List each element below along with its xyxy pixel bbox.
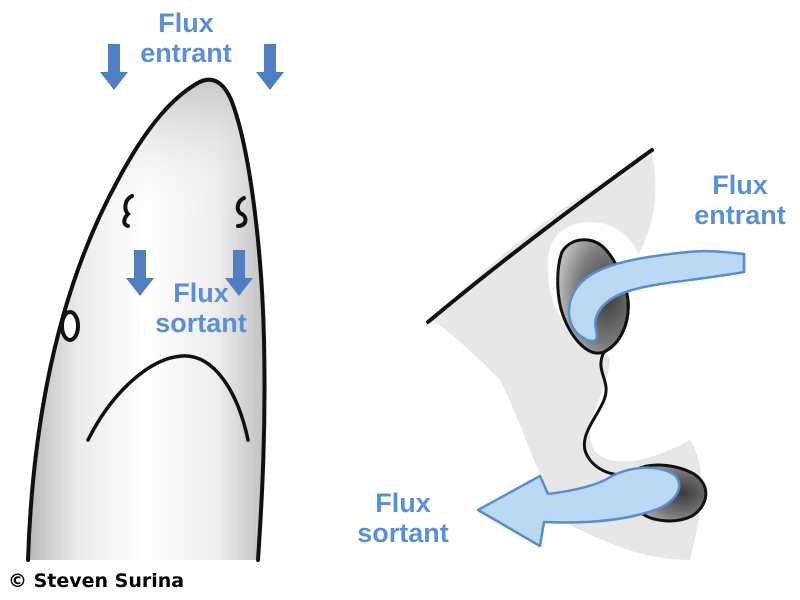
arrow-down-icon	[126, 250, 154, 296]
left-incoming-arrows	[100, 44, 284, 90]
right-incoming-label-line1: Flux	[712, 170, 768, 200]
right-incoming-label-line2: entrant	[694, 200, 786, 230]
left-outgoing-arrows	[126, 250, 253, 296]
outgoing-flow-arrow	[476, 466, 681, 548]
left-incoming-label-line1: Flux	[158, 8, 214, 38]
right-outgoing-label-line2: sortant	[357, 518, 449, 548]
left-outgoing-label-line1: Flux	[173, 278, 229, 308]
left-outgoing-label-line2: sortant	[155, 308, 247, 338]
shark-head	[26, 77, 267, 562]
shark-right-nostril	[235, 196, 248, 228]
incoming-flow-band	[567, 249, 746, 343]
left-outgoing-label: Flux sortant	[142, 278, 260, 338]
right-outgoing-label: Flux sortant	[344, 488, 462, 548]
right-outgoing-label-line1: Flux	[375, 488, 431, 518]
left-incoming-label: Flux entrant	[130, 8, 242, 68]
shark-mouth	[86, 354, 250, 442]
shark-left-nostril	[122, 194, 134, 228]
copyright-credit: © Steven Surina	[8, 570, 185, 592]
arrow-down-icon	[256, 44, 284, 90]
left-incoming-label-line2: entrant	[140, 38, 232, 68]
shark-head-left-edge	[26, 77, 234, 562]
shark-eye	[60, 310, 80, 342]
shark-snout-edge	[426, 148, 654, 324]
shark-head-right-edge	[230, 100, 267, 562]
right-incoming-label: Flux entrant	[684, 170, 796, 230]
arrow-down-icon	[100, 44, 128, 90]
arrow-down-icon	[225, 250, 253, 296]
